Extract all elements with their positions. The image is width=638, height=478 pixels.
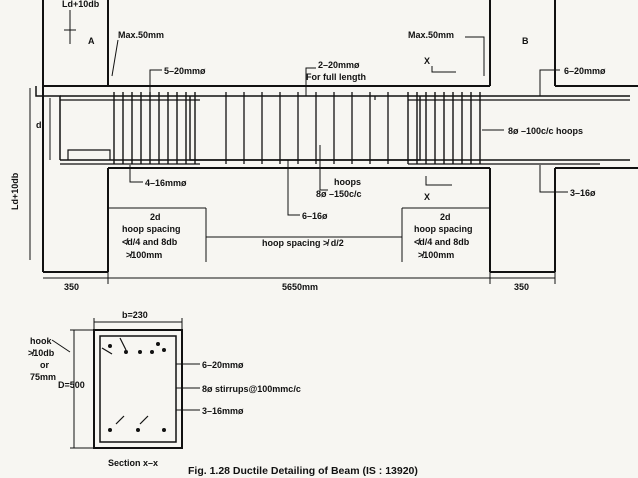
label-hook-1: hook [30, 336, 52, 346]
label-bottom-right-bars: 3–16ø [570, 188, 596, 198]
right-column [489, 0, 556, 273]
label-b: B [522, 36, 529, 46]
label-hook-4: 75mm [30, 372, 56, 382]
bar-dot [150, 350, 154, 354]
label-vertical: Ld+10db [10, 172, 20, 210]
label-hoops-mid-2: 8ø –150c/c [316, 189, 362, 199]
label-left-zone-1: 2d [150, 212, 161, 222]
label-d-dim: D=500 [58, 380, 85, 390]
longitudinal-bars [35, 86, 630, 165]
label-x-top: X [424, 56, 430, 66]
left-column [42, 0, 109, 273]
label-bars-right: 6–20mmø [564, 66, 606, 76]
label-bottom-mid-bars: 6–16ø [302, 211, 328, 221]
label-left-zone-3: ≮d/4 and 8db [122, 237, 178, 247]
section-x-x [51, 318, 200, 449]
label-a: A [88, 36, 95, 46]
label-left-zone-2: hoop spacing [122, 224, 181, 234]
label-x-bottom: X [424, 192, 430, 202]
label-bars-left: 5–20mmø [164, 66, 206, 76]
caption: Fig. 1.28 Ductile Detailing of Beam (IS … [188, 465, 418, 477]
section-bar-dots [108, 342, 166, 432]
bar-dot [162, 348, 166, 352]
beam-outline [43, 85, 638, 169]
label-max-right: Max.50mm [408, 30, 454, 40]
label-sec-stirrups: 8ø stirrups@100mmc/c [202, 384, 301, 394]
label-dim-right: 350 [514, 282, 529, 292]
bar-dot [138, 350, 142, 354]
label-dim-left: 350 [64, 282, 79, 292]
label-dim-mid: 5650mm [282, 282, 318, 292]
label-mid-zone: hoop spacing ≯ d/2 [262, 238, 344, 248]
label-section: Section x–x [108, 458, 158, 468]
label-hook-3: or [40, 360, 49, 370]
label-d: d [36, 120, 42, 130]
hoops-group [113, 92, 481, 164]
leader-lines [29, 10, 568, 260]
label-left-zone-4: ≯100mm [126, 250, 162, 260]
dimension-lines [43, 207, 556, 284]
label-max-left: Max.50mm [118, 30, 164, 40]
label-top-left: Ld+10db [62, 0, 100, 9]
label-bottom-left-bars: 4–16mmø [145, 178, 187, 188]
label-right-zone-1: 2d [440, 212, 451, 222]
label-right-zone-3: ≮d/4 and 8db [414, 237, 470, 247]
label-bars-top-center-2: For full length [306, 72, 366, 82]
label-sec-bars-top: 6–20mmø [202, 360, 244, 370]
label-bars-top-center-1: 2–20mmø [318, 60, 360, 70]
bar-dot [162, 428, 166, 432]
bar-dot [136, 428, 140, 432]
bar-dot [108, 428, 112, 432]
bar-dot [124, 350, 128, 354]
label-hoops-mid-1: hoops [334, 177, 361, 187]
bar-dot [156, 342, 160, 346]
label-b-dim: b=230 [122, 310, 148, 320]
label-sec-bars-bottom: 3–16mmø [202, 406, 244, 416]
label-right-zone-2: hoop spacing [414, 224, 473, 234]
label-hoops-right: 8ø –100c/c hoops [508, 126, 583, 136]
label-right-zone-4: ≯100mm [418, 250, 454, 260]
bar-dot [108, 344, 112, 348]
label-hook-2: ≯10db [28, 348, 55, 358]
